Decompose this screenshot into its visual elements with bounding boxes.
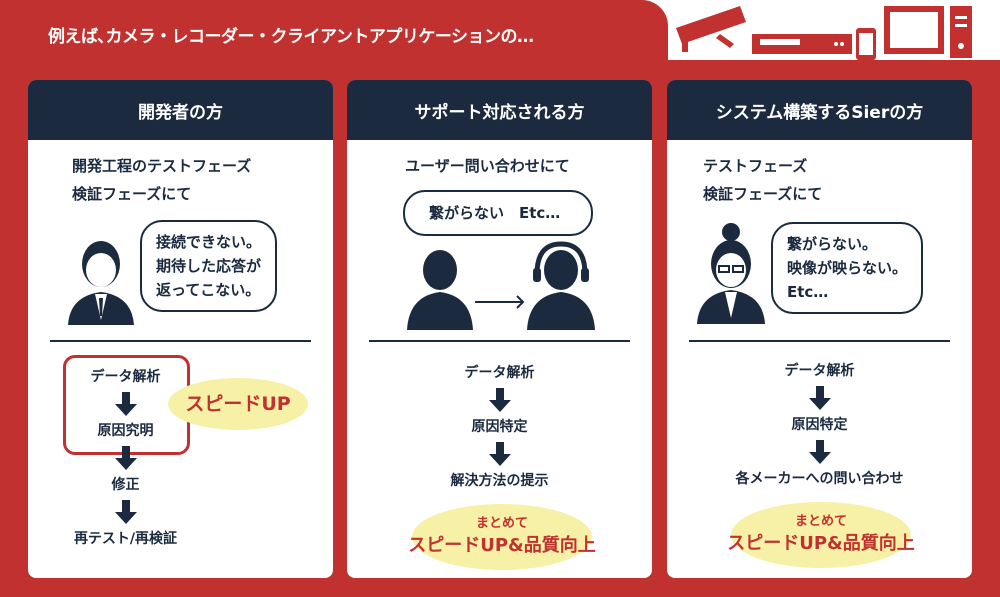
card-title: システム構築するSierの方 — [667, 80, 972, 140]
developer-person-icon — [68, 241, 134, 325]
down-arrow-icon — [114, 500, 137, 524]
smartphone-icon — [856, 28, 876, 60]
divider — [689, 340, 950, 342]
banner-text: 例えば､カメラ・レコーダー・クライアントアプリケーションの… — [48, 27, 534, 47]
security-camera-icon — [676, 6, 746, 52]
badge-title: スピードUP&品質向上 — [727, 533, 915, 554]
badge-subtitle: まとめて — [794, 514, 847, 529]
bubble-line: 接続できない。 — [156, 233, 262, 251]
divider — [369, 340, 630, 342]
operator-headset-icon — [527, 241, 595, 330]
down-arrow-icon — [488, 442, 511, 466]
user-and-operator-icon — [407, 241, 595, 330]
divider — [50, 340, 311, 342]
arrow-right-icon — [475, 295, 525, 309]
sier-person-icon — [697, 223, 765, 324]
badge-subtitle: まとめて — [475, 516, 528, 531]
flow-step: 解決方法の提示 — [450, 473, 549, 489]
bubble-line: 映像が映らない。 — [787, 259, 908, 277]
devices-icon — [676, 6, 972, 60]
banner-bar — [0, 0, 668, 62]
flow-step: 原因究明 — [97, 423, 154, 439]
flow-step: 修正 — [111, 477, 140, 493]
card-sier: システム構築するSierの方 テストフェーズ 検証フェーズにて 繋がらない。 映… — [667, 80, 972, 578]
down-arrow-icon — [808, 386, 831, 410]
card-title: サポート対応される方 — [347, 80, 652, 140]
user-icon — [407, 250, 473, 330]
bubble-line: 期待した応答が — [156, 257, 262, 275]
intro-line: テストフェーズ — [703, 157, 808, 175]
speech-bubble: 接続できない。 期待した応答が 返ってこない。 — [140, 220, 278, 312]
down-arrow-icon — [114, 446, 137, 470]
quality-up-badge: まとめて スピードUP&品質向上 — [727, 502, 915, 568]
card-title: 開発者の方 — [28, 80, 333, 140]
pc-icon — [884, 6, 972, 58]
badge-title: スピードUP&品質向上 — [408, 535, 596, 556]
card-developer: 開発者の方 開発工程のテストフェーズ 検証フェーズにて 接続できない。 期待した… — [28, 80, 333, 578]
speed-up-badge: スピードUP — [168, 378, 308, 430]
flow-step: データ解析 — [464, 365, 535, 381]
flow-step: 原因特定 — [791, 417, 848, 433]
bubble-line: 返ってこない。 — [156, 281, 261, 299]
intro-line: 開発工程のテストフェーズ — [72, 157, 252, 175]
intro-line: 検証フェーズにて — [703, 185, 823, 203]
intro-line: ユーザー問い合わせにて — [405, 157, 570, 175]
flow-step: データ解析 — [90, 369, 161, 385]
bubble-line: Etc… — [787, 283, 829, 301]
down-arrow-icon — [114, 392, 137, 416]
flow-step: 各メーカーへの問い合わせ — [735, 471, 904, 487]
recorder-icon — [752, 34, 852, 54]
bubble-line: 繋がらない。 — [787, 235, 878, 253]
speech-bubble: 繋がらない Etc… — [403, 190, 593, 236]
down-arrow-icon — [808, 440, 831, 464]
intro-line: 検証フェーズにて — [72, 185, 192, 203]
flow-step: 再テスト/再検証 — [73, 531, 178, 547]
flow-step: 原因特定 — [471, 419, 528, 435]
card-support: サポート対応される方 ユーザー問い合わせにて 繋がらない Etc… データ解析 … — [347, 80, 652, 578]
speech-bubble: 繋がらない。 映像が映らない。 Etc… — [771, 222, 924, 314]
down-arrow-icon — [488, 388, 511, 412]
quality-up-badge: まとめて スピードUP&品質向上 — [408, 504, 596, 570]
flow-step: データ解析 — [784, 363, 855, 379]
